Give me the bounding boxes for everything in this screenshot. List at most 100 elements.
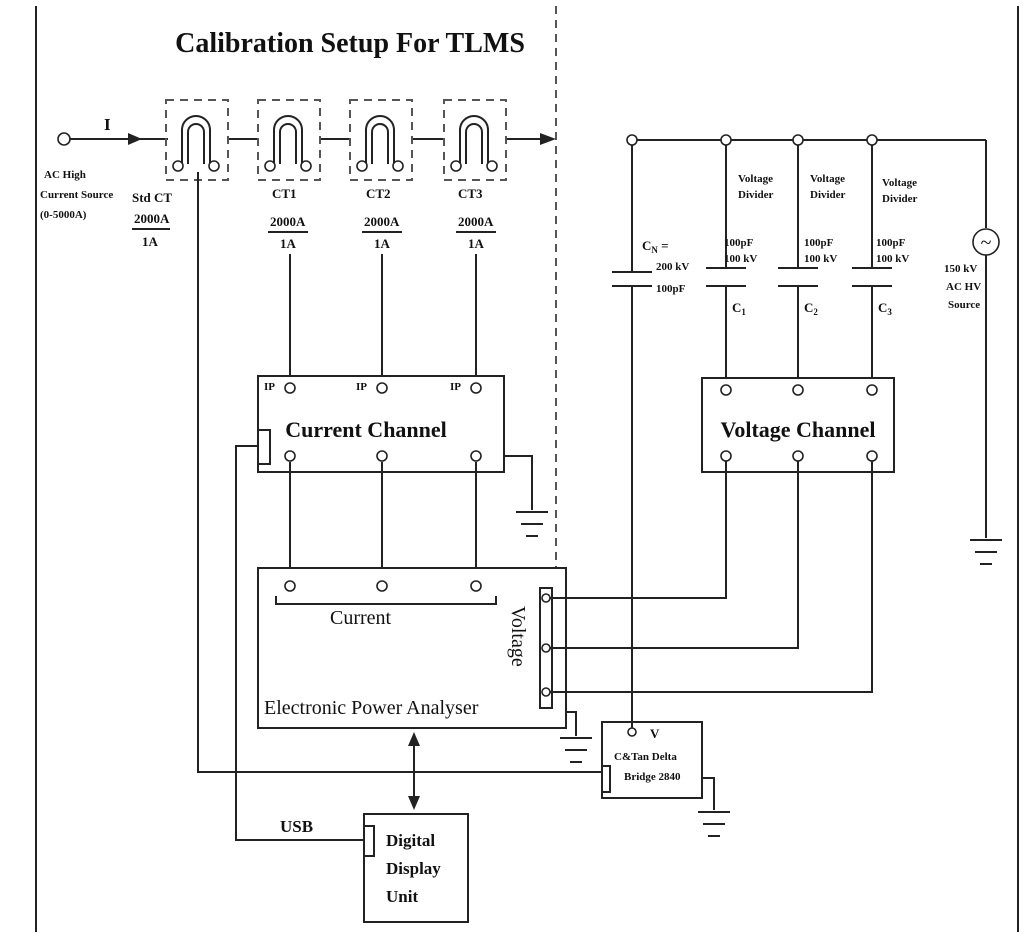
vc-pa-wire-1 bbox=[550, 461, 727, 599]
current-arrow-label: I bbox=[104, 115, 111, 134]
ct1-ratio-den: 1A bbox=[280, 236, 297, 251]
hv-bus-node-cn bbox=[626, 134, 638, 146]
vd3-rating-1: 100pF bbox=[876, 237, 906, 249]
ct1-ratio-num: 2000A bbox=[270, 214, 306, 229]
vd2-rating-2: 100 kV bbox=[804, 253, 837, 265]
bridge-box bbox=[601, 721, 703, 799]
vd3-rating-2: 100 kV bbox=[876, 253, 909, 265]
link-arrow-up-icon bbox=[408, 732, 420, 746]
display-line-3: Unit bbox=[386, 887, 418, 906]
vd3-cap-label: C3 bbox=[878, 300, 892, 317]
pa-voltage-in-3 bbox=[541, 687, 551, 697]
vc-out-1 bbox=[720, 450, 732, 462]
vc-in-1 bbox=[720, 384, 732, 396]
pa-voltage-in-1 bbox=[541, 593, 551, 603]
pa-current-in-3 bbox=[470, 580, 482, 592]
current-arrow-icon bbox=[128, 133, 142, 145]
vc-in-3 bbox=[866, 384, 878, 396]
cc-usb-port bbox=[257, 429, 271, 465]
vd2-title-2: Divider bbox=[810, 189, 846, 201]
hv-bus-node-c3 bbox=[866, 134, 878, 146]
vd2-cap-label: C2 bbox=[804, 300, 818, 317]
ct1 bbox=[257, 99, 321, 181]
cc-out-1 bbox=[284, 450, 296, 462]
power-analyser-box bbox=[257, 567, 567, 729]
voltage-divider-2 bbox=[778, 145, 818, 384]
vd1-rating-1: 100pF bbox=[724, 237, 754, 249]
hv-ground-icon bbox=[970, 539, 1002, 565]
vd2-rating-1: 100pF bbox=[804, 237, 834, 249]
source-terminal bbox=[57, 132, 71, 146]
vd1-title-2: Divider bbox=[738, 189, 774, 201]
hv-source-symbol: ~ bbox=[981, 232, 992, 254]
cn-label: CN = bbox=[642, 238, 669, 255]
display-line-1: Digital bbox=[386, 831, 435, 850]
power-analyser-label: Electronic Power Analyser bbox=[264, 697, 479, 719]
bridge-current-port bbox=[601, 765, 611, 793]
ct2-ratio-num: 2000A bbox=[364, 214, 400, 229]
pa-voltage-in-2 bbox=[541, 643, 551, 653]
voltage-divider-1 bbox=[706, 145, 746, 384]
std-ct-ratio-num: 2000A bbox=[134, 211, 170, 226]
std-ct-name: Std CT bbox=[132, 190, 172, 205]
hv-source-line-3: Source bbox=[948, 299, 980, 311]
bridge-ground-wire bbox=[702, 777, 715, 810]
bridge-line-1: C&Tan Delta bbox=[614, 751, 677, 763]
cc-ip-label-2: IP bbox=[356, 381, 367, 393]
cc-ip-label-3: IP bbox=[450, 381, 461, 393]
voltage-divider-3 bbox=[852, 145, 892, 384]
hv-bus-node-c2 bbox=[792, 134, 804, 146]
bridge-line-2: Bridge 2840 bbox=[624, 771, 681, 783]
ct2-name: CT2 bbox=[366, 186, 391, 201]
std-ct-to-bridge-wire bbox=[197, 172, 604, 773]
vd1-title-1: Voltage bbox=[738, 173, 773, 185]
ct2 bbox=[349, 99, 413, 181]
pa-voltage-label: Voltage bbox=[507, 606, 529, 667]
cc-in-2 bbox=[376, 382, 388, 394]
hv-source-line-1: 150 kV bbox=[944, 263, 977, 275]
cc-in-1 bbox=[284, 382, 296, 394]
digital-display-box bbox=[363, 813, 469, 923]
ct3 bbox=[443, 99, 507, 181]
source-line-2: Current Source bbox=[40, 189, 113, 201]
voltage-channel-label: Voltage Channel bbox=[720, 417, 875, 442]
bus-arrow-icon bbox=[540, 133, 556, 145]
cn-line-1: 200 kV bbox=[656, 261, 689, 273]
cc-out-2 bbox=[376, 450, 388, 462]
vd1-rating-2: 100 kV bbox=[724, 253, 757, 265]
pa-ground-icon bbox=[560, 737, 592, 763]
vd2-title-1: Voltage bbox=[810, 173, 845, 185]
source-line-3: (0-5000A) bbox=[40, 209, 87, 221]
usb-label: USB bbox=[280, 817, 313, 836]
std-ct bbox=[165, 99, 229, 181]
link-arrow-down-icon bbox=[408, 796, 420, 810]
cc-in-3 bbox=[470, 382, 482, 394]
cc-out-3 bbox=[470, 450, 482, 462]
diagram-title: Calibration Setup For TLMS bbox=[175, 28, 525, 59]
vd3-title-1: Voltage bbox=[882, 177, 917, 189]
display-line-2: Display bbox=[386, 859, 441, 878]
vc-pa-wire-3 bbox=[550, 461, 873, 693]
ct3-ratio-den: 1A bbox=[468, 236, 485, 251]
pa-current-bracket bbox=[275, 596, 497, 605]
ct3-name: CT3 bbox=[458, 186, 483, 201]
bridge-ground-icon bbox=[698, 811, 730, 837]
vc-out-3 bbox=[866, 450, 878, 462]
cc-ground-wire bbox=[504, 455, 533, 510]
pa-current-label: Current bbox=[330, 607, 392, 629]
cc-ip-label-1: IP bbox=[264, 381, 275, 393]
hv-source-line-2: AC HV bbox=[946, 281, 981, 293]
pa-current-in-1 bbox=[284, 580, 296, 592]
pa-ground-wire bbox=[566, 711, 577, 736]
ct1-name: CT1 bbox=[272, 186, 297, 201]
vd1-cap-label: C1 bbox=[732, 300, 746, 317]
hv-bus-node-c1 bbox=[720, 134, 732, 146]
vd3-title-2: Divider bbox=[882, 193, 918, 205]
ct2-ratio-den: 1A bbox=[374, 236, 391, 251]
current-channel-label: Current Channel bbox=[285, 417, 447, 442]
cc-ground-icon bbox=[516, 511, 548, 537]
cn-line-2: 100pF bbox=[656, 283, 686, 295]
bridge-v-label: V bbox=[650, 726, 660, 741]
